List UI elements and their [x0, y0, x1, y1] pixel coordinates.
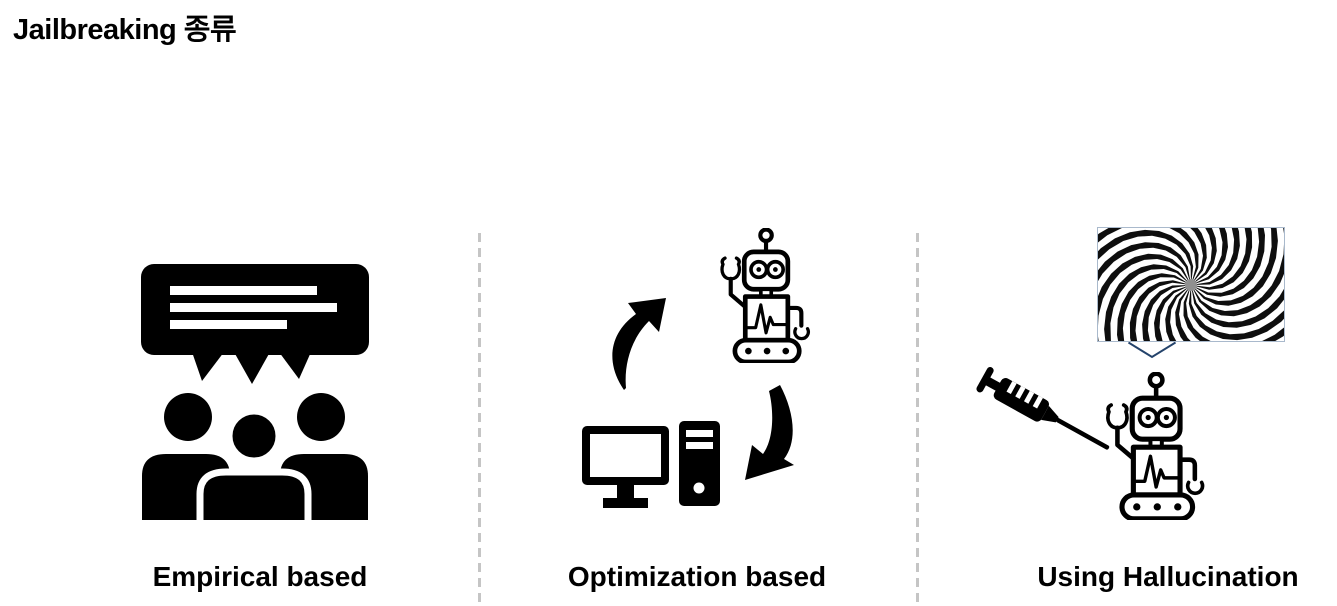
cycle-arrow-up-icon — [612, 298, 666, 390]
monitor-icon — [582, 426, 669, 508]
column-label: Optimization based — [567, 561, 827, 592]
computer-tower-icon — [679, 421, 720, 506]
speech-bubble-icon — [141, 264, 369, 384]
column-divider — [916, 233, 919, 606]
column-label: Empirical based — [152, 561, 368, 592]
callout-arrow-icon — [1128, 342, 1176, 359]
group-discussion-icon — [141, 264, 369, 520]
syringe-icon — [976, 367, 1110, 450]
robot-icon — [713, 228, 817, 363]
spiral-illusion-image — [1097, 227, 1285, 342]
slide-title: Jailbreaking 종류 — [13, 14, 237, 46]
desktop-computer-icon — [582, 421, 720, 508]
column-divider — [478, 233, 481, 606]
column-label: Using Hallucination — [1037, 561, 1299, 592]
people-group-icon — [142, 393, 368, 520]
cycle-arrow-down-icon — [745, 385, 794, 480]
